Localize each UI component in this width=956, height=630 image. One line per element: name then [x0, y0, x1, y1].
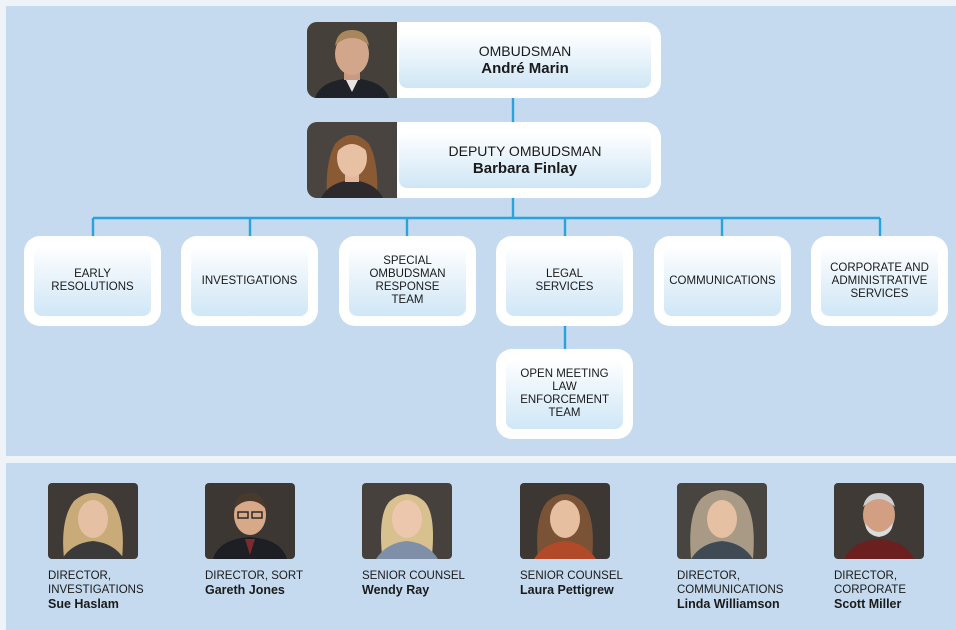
dept-legal-services: LEGAL SERVICES	[496, 236, 633, 326]
staff-photo	[677, 483, 767, 559]
ombudsman-title: OMBUDSMAN	[478, 43, 572, 59]
dept-sort: SPECIAL OMBUDSMAN RESPONSE TEAM	[339, 236, 476, 326]
dept-investigations: INVESTIGATIONS	[181, 236, 318, 326]
staff-name: Gareth Jones	[205, 583, 285, 597]
staff-title: SENIOR COUNSEL	[520, 569, 650, 583]
dept-early-resolutions: EARLY RESOLUTIONS	[24, 236, 161, 326]
staff-member: DIRECTOR, INVESTIGATIONS Sue Haslam	[48, 483, 178, 612]
dept-label: LEGAL SERVICES	[506, 246, 623, 316]
staff-member: DIRECTOR, SORT Gareth Jones	[205, 483, 335, 598]
deputy-photo	[307, 122, 397, 198]
deputy-label: DEPUTY OMBUDSMAN Barbara Finlay	[399, 132, 651, 188]
staff-name: Scott Miller	[834, 597, 902, 611]
ombudsman-photo	[307, 22, 397, 98]
staff-photo	[48, 483, 138, 559]
staff-member: DIRECTOR, COMMUNICATIONS Linda Williamso…	[677, 483, 807, 612]
dept-label: COMMUNICATIONS	[664, 246, 781, 316]
staff-title: DIRECTOR, CORPORATE	[834, 569, 956, 597]
staff-member: SENIOR COUNSEL Laura Pettigrew	[520, 483, 650, 598]
dept-label: EARLY RESOLUTIONS	[34, 246, 151, 316]
dept-communications: COMMUNICATIONS	[654, 236, 791, 326]
staff-name: Laura Pettigrew	[520, 583, 614, 597]
staff-title: SENIOR COUNSEL	[362, 569, 492, 583]
open-meeting-team: OPEN MEETING LAW ENFORCEMENT TEAM	[496, 349, 633, 439]
staff-title-line1: SENIOR COUNSEL	[520, 570, 623, 582]
staff-title: DIRECTOR, COMMUNICATIONS	[677, 569, 807, 597]
ombudsman-label: OMBUDSMAN André Marin	[399, 32, 651, 88]
dept-label: CORPORATE AND ADMINISTRATIVE SERVICES	[821, 246, 938, 316]
staff-title-line1: DIRECTOR,	[677, 570, 741, 582]
staff-photo	[520, 483, 610, 559]
ombudsman-box: OMBUDSMAN André Marin	[307, 22, 661, 98]
dept-label: INVESTIGATIONS	[191, 246, 308, 316]
staff-panel	[6, 463, 956, 630]
staff-photo	[362, 483, 452, 559]
staff-title: DIRECTOR, SORT	[205, 569, 335, 583]
dept-label: SPECIAL OMBUDSMAN RESPONSE TEAM	[349, 246, 466, 316]
dept-corporate-administrative: CORPORATE AND ADMINISTRATIVE SERVICES	[811, 236, 948, 326]
staff-photo	[834, 483, 924, 559]
deputy-ombudsman-box: DEPUTY OMBUDSMAN Barbara Finlay	[307, 122, 661, 198]
staff-title-line2: COMMUNICATIONS	[677, 584, 784, 596]
ombudsman-name: André Marin	[481, 60, 569, 77]
deputy-title: DEPUTY OMBUDSMAN	[448, 143, 602, 159]
deputy-name: Barbara Finlay	[472, 160, 578, 177]
sub-team-label: OPEN MEETING LAW ENFORCEMENT TEAM	[506, 359, 623, 429]
staff-member: SENIOR COUNSEL Wendy Ray	[362, 483, 492, 598]
staff-title-line2: INVESTIGATIONS	[48, 584, 144, 596]
staff-title-line1: DIRECTOR,	[48, 570, 112, 582]
staff-photo	[205, 483, 295, 559]
staff-name: Linda Williamson	[677, 597, 780, 611]
staff-title: DIRECTOR, INVESTIGATIONS	[48, 569, 178, 597]
staff-name: Sue Haslam	[48, 597, 119, 611]
staff-title-line2: CORPORATE	[834, 584, 906, 596]
staff-name: Wendy Ray	[362, 583, 430, 597]
staff-title-line1: DIRECTOR, SORT	[205, 570, 303, 582]
staff-member: DIRECTOR, CORPORATE Scott Miller	[834, 483, 956, 612]
staff-title-line1: DIRECTOR,	[834, 570, 898, 582]
staff-title-line1: SENIOR COUNSEL	[362, 570, 465, 582]
